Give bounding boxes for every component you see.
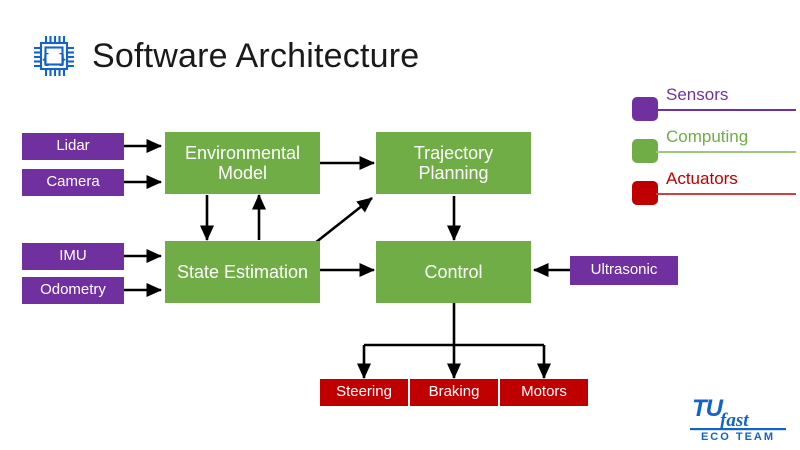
legend-item-sensors[interactable]: Sensors (628, 85, 796, 122)
sensors-swatch-icon (632, 97, 658, 121)
actuators-swatch-icon (632, 181, 658, 205)
node-odometry[interactable]: Odometry (22, 277, 124, 304)
sensors-rule (656, 109, 796, 111)
control-branch-trunk (364, 302, 544, 347)
node-state-estimation-label: State Estimation (176, 261, 309, 282)
node-trajectory-planning[interactable]: Trajectory Planning (376, 132, 531, 194)
node-control[interactable]: Control (376, 241, 531, 303)
computing-rule (656, 151, 796, 153)
node-state-estimation[interactable]: State Estimation (165, 241, 320, 303)
legend-label-computing: Computing (666, 127, 749, 146)
node-steering-label: Steering (336, 383, 392, 401)
node-steering[interactable]: Steering (320, 379, 408, 406)
node-imu[interactable]: IMU (22, 243, 124, 270)
node-environmental-model[interactable]: Environmental Model (165, 132, 320, 194)
svg-text:{ }: { } (41, 52, 66, 68)
node-lidar[interactable]: Lidar (22, 133, 124, 160)
node-imu-label: IMU (59, 247, 87, 265)
logo-mark: TU (692, 395, 724, 422)
logo-divider (690, 428, 786, 431)
node-trajectory-planning-label: Trajectory Planning (413, 142, 494, 183)
node-braking[interactable]: Braking (410, 379, 498, 406)
node-motors[interactable]: Motors (500, 379, 588, 406)
node-lidar-label: Lidar (56, 137, 90, 155)
node-ultrasonic-label: Ultrasonic (590, 261, 658, 279)
legend-label-sensors: Sensors (666, 85, 729, 104)
node-environmental-model-label: Environmental Model (184, 142, 301, 183)
actuators-rule (656, 193, 796, 195)
logo-script: fast (720, 410, 749, 431)
computing-swatch-icon (632, 139, 658, 163)
legend-item-computing[interactable]: Computing (628, 127, 796, 164)
arrow-state-estimation-to-trajectory-planning (314, 196, 373, 245)
tufast-eco-team-logo: TU fast ECO TEAM (690, 395, 786, 442)
node-motors-label: Motors (521, 383, 567, 401)
legend-label-actuators: Actuators (666, 169, 738, 188)
node-control-label: Control (424, 261, 483, 282)
page-title: Software Architecture (92, 37, 420, 75)
node-camera[interactable]: Camera (22, 169, 124, 196)
legend-item-actuators[interactable]: Actuators (628, 169, 796, 206)
node-camera-label: Camera (46, 173, 100, 191)
page-header: { } Software Architecture (28, 30, 419, 82)
legend: Sensors Computing Actuators (628, 85, 796, 206)
logo-tagline: ECO TEAM (701, 431, 775, 442)
cpu-chip-icon: { } (34, 36, 74, 76)
node-odometry-label: Odometry (40, 281, 106, 299)
node-ultrasonic[interactable]: Ultrasonic (570, 256, 678, 285)
node-braking-label: Braking (428, 383, 480, 401)
